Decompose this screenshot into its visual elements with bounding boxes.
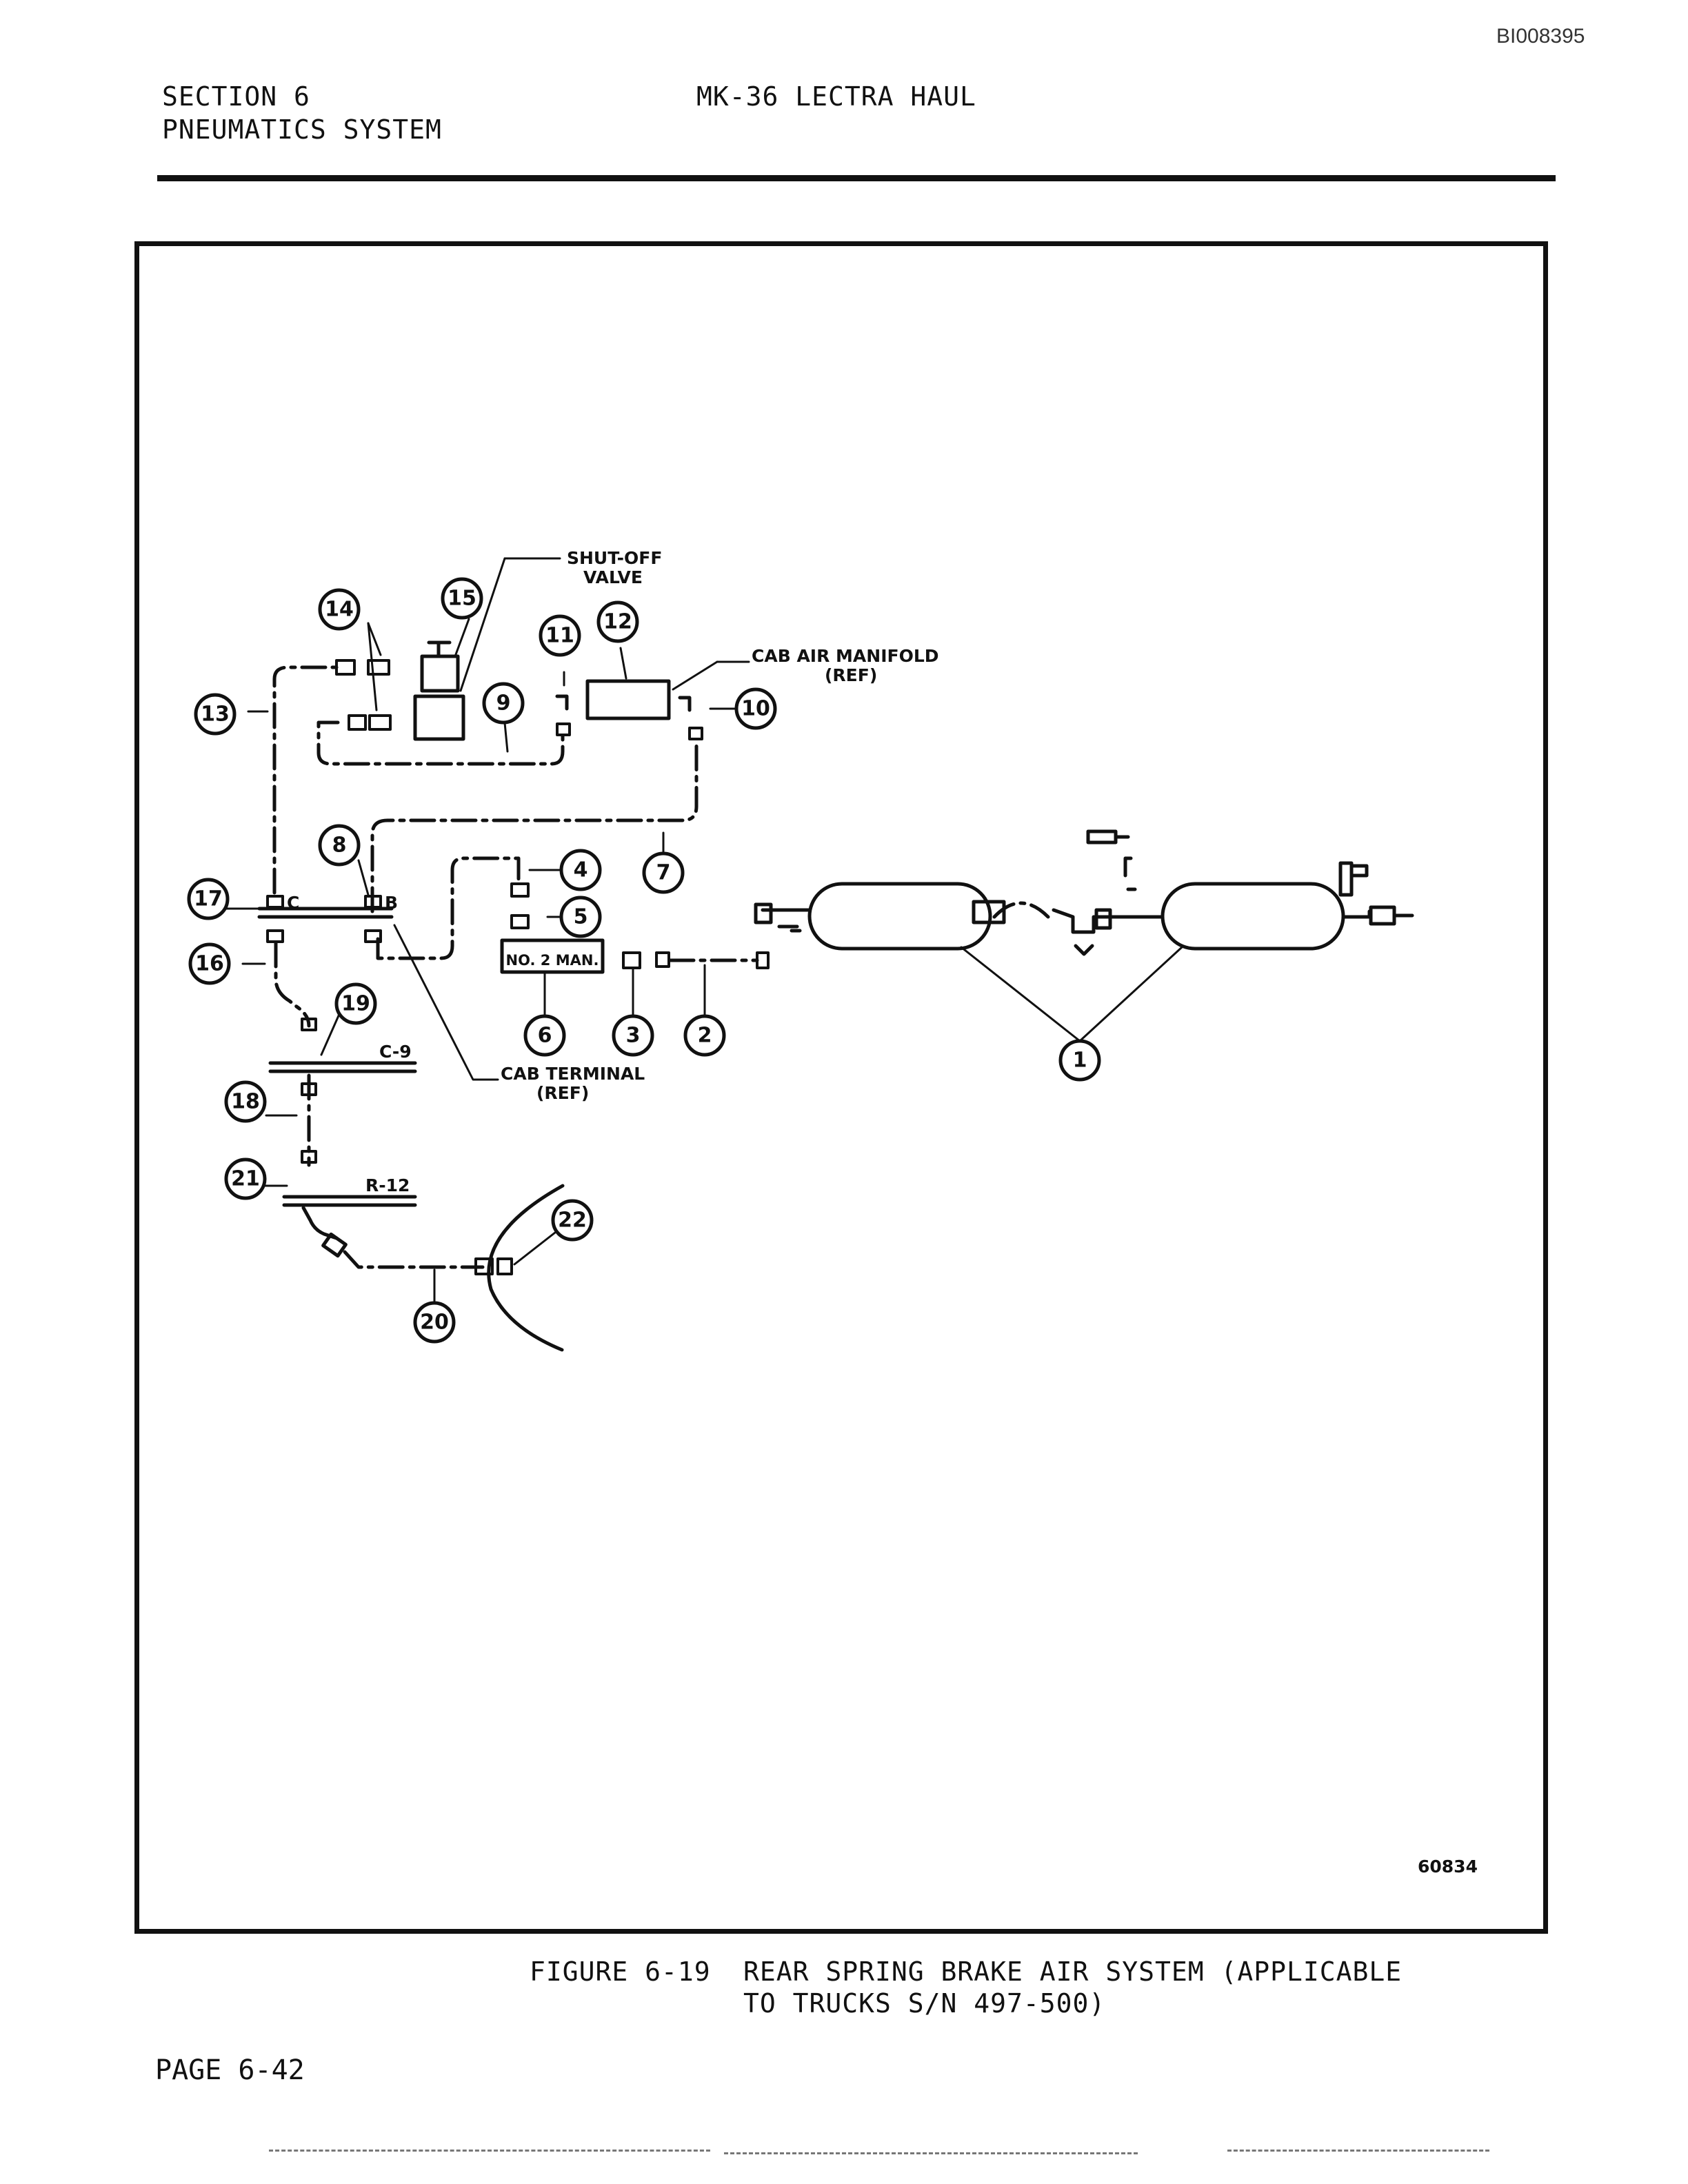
- cab-air-manifold: [585, 679, 671, 720]
- callout-19: 19: [341, 992, 370, 1016]
- cab-air-manifold-label: CAB AIR MANIFOLD: [752, 646, 939, 666]
- callout-20: 20: [420, 1311, 449, 1335]
- line-16: [274, 941, 311, 1028]
- header-rule: [157, 175, 1556, 181]
- bottom-scan-line-2: [724, 2152, 1138, 2154]
- callout-6: 6: [538, 1024, 552, 1048]
- figure-number: FIGURE 6-19: [530, 1957, 711, 1987]
- manual-title: MK-36 LECTRA HAUL: [696, 81, 976, 112]
- bottom-scan-line-3: [1227, 2150, 1489, 2152]
- terminal-r12-label: R-12: [365, 1175, 410, 1195]
- terminal-c9-label: C-9: [379, 1042, 412, 1062]
- callout-11: 11: [545, 624, 574, 648]
- air-tank-front: [807, 882, 992, 951]
- callout-12: 12: [603, 610, 632, 634]
- callout-7: 7: [656, 861, 671, 885]
- line-20: [343, 1250, 485, 1269]
- callout-22: 22: [558, 1209, 587, 1233]
- shutoff-valve-body: [420, 654, 460, 693]
- figure-frame: [134, 241, 1548, 1934]
- callout-8: 8: [332, 833, 347, 858]
- figure-caption-line1: REAR SPRING BRAKE AIR SYSTEM (APPLICABLE: [743, 1957, 1403, 1987]
- callout-18: 18: [231, 1090, 260, 1114]
- callout-5: 5: [574, 905, 588, 929]
- shutoff-valve-label-2: VALVE: [583, 567, 643, 587]
- cab-terminal-label: CAB TERMINAL: [501, 1064, 645, 1084]
- terminal-c-label: C: [287, 893, 299, 913]
- callout-14: 14: [325, 598, 354, 622]
- cab-terminal-ref: (REF): [536, 1083, 589, 1103]
- terminal-b-label: B: [385, 893, 398, 913]
- shutoff-valve-label: SHUT-OFF: [567, 548, 662, 568]
- section-name: PNEUMATICS SYSTEM: [162, 114, 442, 145]
- callout-13: 13: [201, 702, 230, 727]
- wheel-arc: [487, 1184, 565, 1352]
- line-4-5: [376, 856, 521, 960]
- section-number: SECTION 6: [162, 81, 310, 112]
- page-number: PAGE 6-42: [155, 2054, 305, 2086]
- callout-15: 15: [448, 587, 476, 611]
- figure-caption-line2: TO TRUCKS S/N 497-500): [743, 1988, 1106, 2019]
- callout-21: 21: [231, 1167, 260, 1191]
- document-id: BI008395: [1496, 25, 1585, 48]
- callout-9: 9: [496, 691, 511, 716]
- line-9: [316, 720, 565, 766]
- callout-2: 2: [698, 1024, 712, 1048]
- callout-3: 3: [626, 1024, 641, 1048]
- cab-air-manifold-ref: (REF): [825, 665, 877, 685]
- drawing-number: 60834: [1418, 1857, 1478, 1877]
- callout-17: 17: [194, 887, 223, 911]
- fittings: [266, 659, 770, 1275]
- no2-manifold-label: NO. 2 MAN.: [506, 952, 599, 969]
- callout-1: 1: [1073, 1049, 1087, 1073]
- callout-4: 4: [574, 858, 588, 882]
- no2-manifold-box: [500, 938, 605, 974]
- air-tank-rear: [1160, 882, 1345, 951]
- bottom-scan-line: [269, 2150, 710, 2152]
- callout-10: 10: [741, 697, 770, 721]
- line-13: [272, 665, 339, 895]
- callout-16: 16: [195, 952, 224, 976]
- line-7: [370, 739, 699, 913]
- line-tank: [992, 901, 1050, 919]
